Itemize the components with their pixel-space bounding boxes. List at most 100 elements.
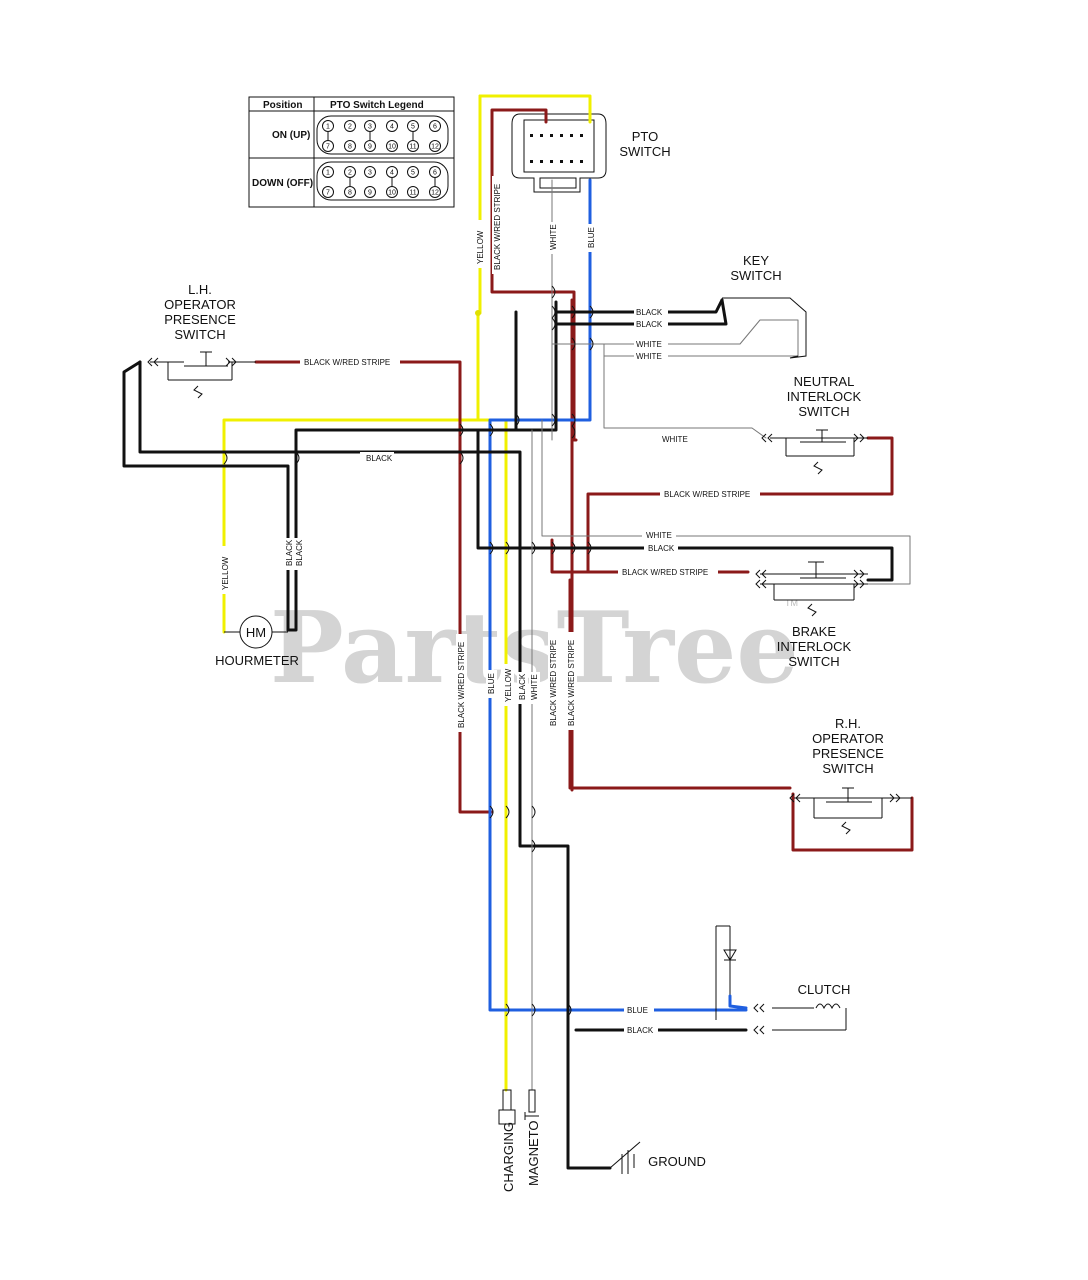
connector-chevron [753, 1025, 759, 1035]
wire-label-yellow-top: YELLOW [476, 230, 485, 264]
wire-crossover [515, 413, 520, 427]
wire-crossover [551, 317, 556, 331]
key-switch-body [722, 297, 807, 359]
crossover-hops [223, 285, 594, 1017]
legend-pin-number: 11 [409, 144, 416, 151]
legend-pin [429, 186, 441, 198]
legend-pin-number: 5 [411, 124, 415, 131]
wire-crossover [531, 1003, 536, 1017]
legend-pin-number: 6 [433, 170, 437, 177]
connector-chevron [761, 433, 767, 443]
wire-label-black-hm-2: BLACK [295, 539, 304, 566]
legend-pin-number: 4 [390, 170, 394, 177]
wire-label-black-key-2: BLACK [636, 320, 663, 329]
wire-crossover [505, 805, 510, 819]
connector-chevron [231, 357, 237, 367]
legend-pin [364, 120, 376, 132]
wire-label-yellow-lh: YELLOW [221, 556, 230, 590]
wire-crossover [551, 285, 556, 299]
wire-crossover [531, 805, 536, 819]
hourmeter-symbol-text: HM [246, 625, 266, 640]
legend-pin-number: 12 [431, 144, 439, 151]
bw-neutral-wire [586, 436, 894, 574]
diode-symbol [723, 949, 737, 961]
legend-pin [364, 140, 376, 152]
wire-crossover [571, 413, 576, 427]
clutch-coil-icon [815, 1003, 841, 1010]
black-key-1 [554, 298, 724, 314]
white-key-1 [551, 319, 799, 357]
black-key-2 [554, 298, 728, 326]
connector-chevron [761, 569, 767, 579]
wire-label-white-neutral: WHITE [662, 435, 688, 444]
pto-switch-pins [530, 134, 583, 163]
pto-pin [560, 134, 563, 137]
legend-pin [429, 166, 441, 178]
white-neutral [603, 343, 767, 439]
legend-border [248, 96, 455, 208]
wire-label-white-pto: WHITE [549, 224, 558, 250]
pto-pin [530, 160, 533, 163]
pto-pin [530, 134, 533, 137]
wire-label-bw-lh: BLACK W/RED STRIPE [304, 358, 390, 367]
legend-pin-number: 8 [348, 190, 352, 197]
pto-pin [570, 134, 573, 137]
legend-pin [386, 120, 398, 132]
white-brake [541, 419, 911, 585]
pto-pin [540, 134, 543, 137]
wire-label-bw-pto: BLACK W/RED STRIPE [493, 184, 502, 270]
wire-crossover [223, 451, 228, 465]
wire-crossover [459, 423, 464, 437]
connector-chevron [795, 793, 801, 803]
connector-chevron [895, 793, 901, 803]
legend-pin [407, 140, 419, 152]
legend-pin [407, 120, 419, 132]
ground: GROUND [609, 1141, 706, 1174]
wire-crossover [505, 1003, 510, 1017]
wire-crossover [459, 451, 464, 465]
legend-pin [364, 166, 376, 178]
pto-pin [540, 160, 543, 163]
wire-crossover [505, 541, 510, 555]
pto-pin [580, 160, 583, 163]
connector-chevron [859, 579, 865, 589]
wire-label-blue-trunk: BLUE [487, 673, 496, 694]
connector-chevron [147, 357, 153, 367]
magneto-terminal: MAGNETO [524, 1089, 541, 1186]
charging-label: CHARGING [501, 1122, 516, 1192]
legend-pin [386, 166, 398, 178]
black-lh-loop [122, 360, 290, 632]
wire-crossover [551, 305, 556, 319]
legend-pin-number: 2 [348, 124, 352, 131]
wires [122, 94, 914, 1170]
hourmeter: HM HOURMETER [215, 615, 299, 668]
connector-chevron [889, 793, 895, 803]
wire-label-black-trunk: BLACK [518, 673, 527, 700]
black-trunk-2 [476, 310, 894, 582]
legend-pin-number: 12 [431, 190, 439, 197]
legend-pin-number: 5 [411, 170, 415, 177]
clutch-label: CLUTCH [798, 982, 851, 997]
legend-pin-number: 2 [348, 170, 352, 177]
legend-pin-number: 10 [388, 190, 396, 197]
bw-pto-wire [490, 108, 578, 442]
wire-crossover [571, 541, 576, 555]
wire-label-yellow-trunk: YELLOW [504, 668, 513, 702]
connector-chevron [853, 569, 859, 579]
clutch: CLUTCH [715, 925, 851, 1031]
legend-pin [322, 166, 334, 178]
wire-label-bw-trunk-1: BLACK W/RED STRIPE [457, 642, 466, 728]
legend-pin [344, 140, 356, 152]
wire-label-blue-clutch: BLUE [627, 1006, 648, 1015]
connector-chevron [853, 433, 859, 443]
legend-pin [429, 140, 441, 152]
legend-pin [322, 140, 334, 152]
wire-crossover [567, 1003, 572, 1017]
